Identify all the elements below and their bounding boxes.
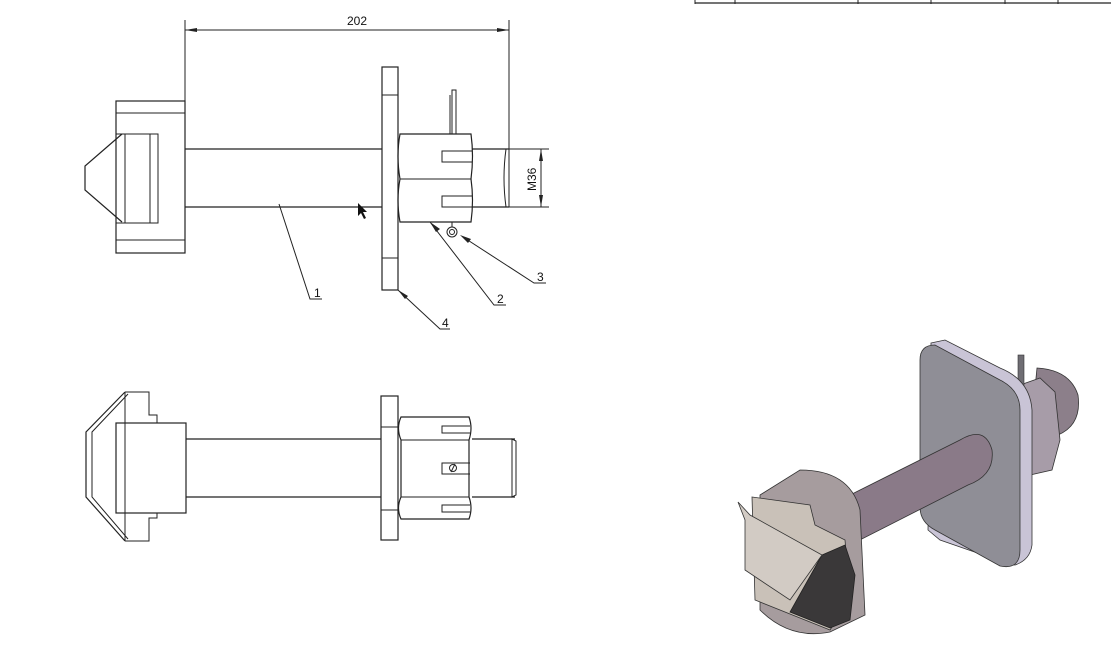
leader-lines xyxy=(278,203,546,330)
balloon-3: 3 xyxy=(537,270,544,284)
balloon-2: 2 xyxy=(497,292,504,306)
dimension-202-label: 202 xyxy=(347,14,367,28)
flange xyxy=(381,66,399,291)
dimension-overall-length xyxy=(184,20,510,149)
dimension-m36-label: M36 xyxy=(525,167,539,191)
cotter-pin xyxy=(451,89,457,135)
top-view xyxy=(85,391,517,542)
front-view xyxy=(84,66,510,291)
isometric-render xyxy=(737,339,1079,635)
dimension-thread xyxy=(506,148,549,208)
title-block-edge xyxy=(694,0,1111,4)
balloon-1: 1 xyxy=(314,286,321,300)
mouse-cursor-icon xyxy=(358,203,367,219)
balloon-4: 4 xyxy=(442,316,449,330)
nut xyxy=(397,133,474,223)
